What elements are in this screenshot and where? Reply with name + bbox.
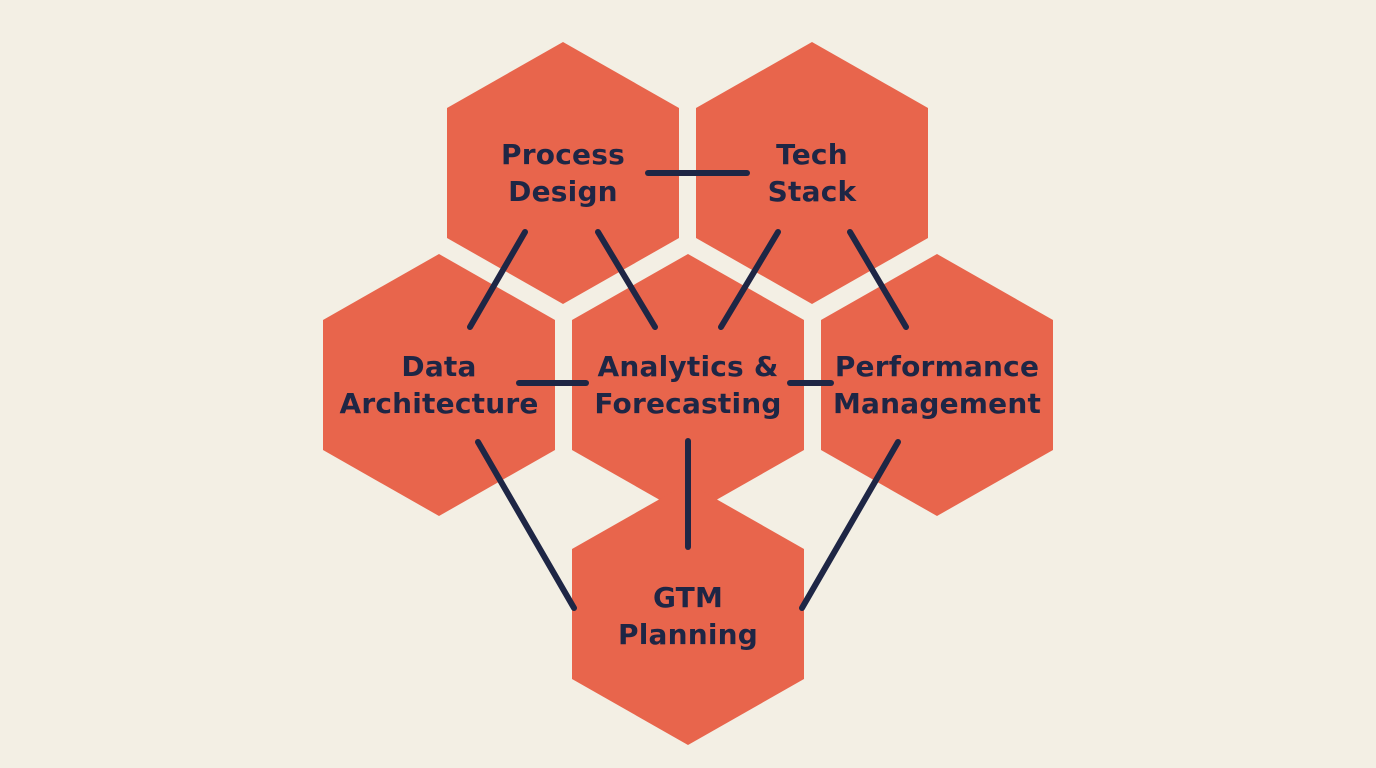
hexagon-performance-management	[821, 254, 1053, 516]
hexagon-analytics-forecasting	[572, 254, 804, 516]
label-line: Data	[401, 350, 477, 383]
label-line: Forecasting	[594, 387, 782, 420]
label-line: Process	[501, 138, 625, 171]
node-label-gtm-planning: GTM Planning	[618, 579, 758, 653]
node-label-data-architecture: Data Architecture	[339, 348, 538, 422]
hexagon-data-architecture	[323, 254, 555, 516]
hexagon-tech-stack	[696, 42, 928, 304]
label-line: Planning	[617, 618, 759, 651]
label-line: Performance	[834, 350, 1040, 383]
connector-process-design-to-data-architecture	[467, 229, 528, 330]
label-line: Tech	[776, 138, 848, 171]
label-line: Stack	[767, 175, 857, 208]
node-label-tech-stack: Tech Stack	[768, 136, 857, 210]
label-line: GTM	[652, 581, 724, 614]
connector-performance-management-to-gtm-planning	[799, 439, 901, 611]
connector-process-design-to-analytics-forecasting	[595, 229, 658, 330]
hexagon-gtm-planning	[572, 483, 804, 745]
node-label-performance-management: Performance Management	[833, 348, 1041, 422]
label-line: Design	[508, 175, 618, 208]
node-label-process-design: Process Design	[501, 136, 625, 210]
hexagon-process-design	[447, 42, 679, 304]
connector-layer	[467, 170, 909, 611]
connector-tech-stack-to-analytics-forecasting	[718, 229, 781, 330]
node-label-analytics-forecasting: Analytics & Forecasting	[594, 348, 781, 422]
hexagon-layer	[323, 42, 1053, 745]
label-line: Management	[832, 387, 1042, 420]
label-line: Analytics &	[597, 350, 779, 383]
label-line: Architecture	[339, 387, 539, 420]
connector-tech-stack-to-performance-management	[847, 229, 909, 330]
connector-data-architecture-to-gtm-planning	[475, 439, 577, 611]
